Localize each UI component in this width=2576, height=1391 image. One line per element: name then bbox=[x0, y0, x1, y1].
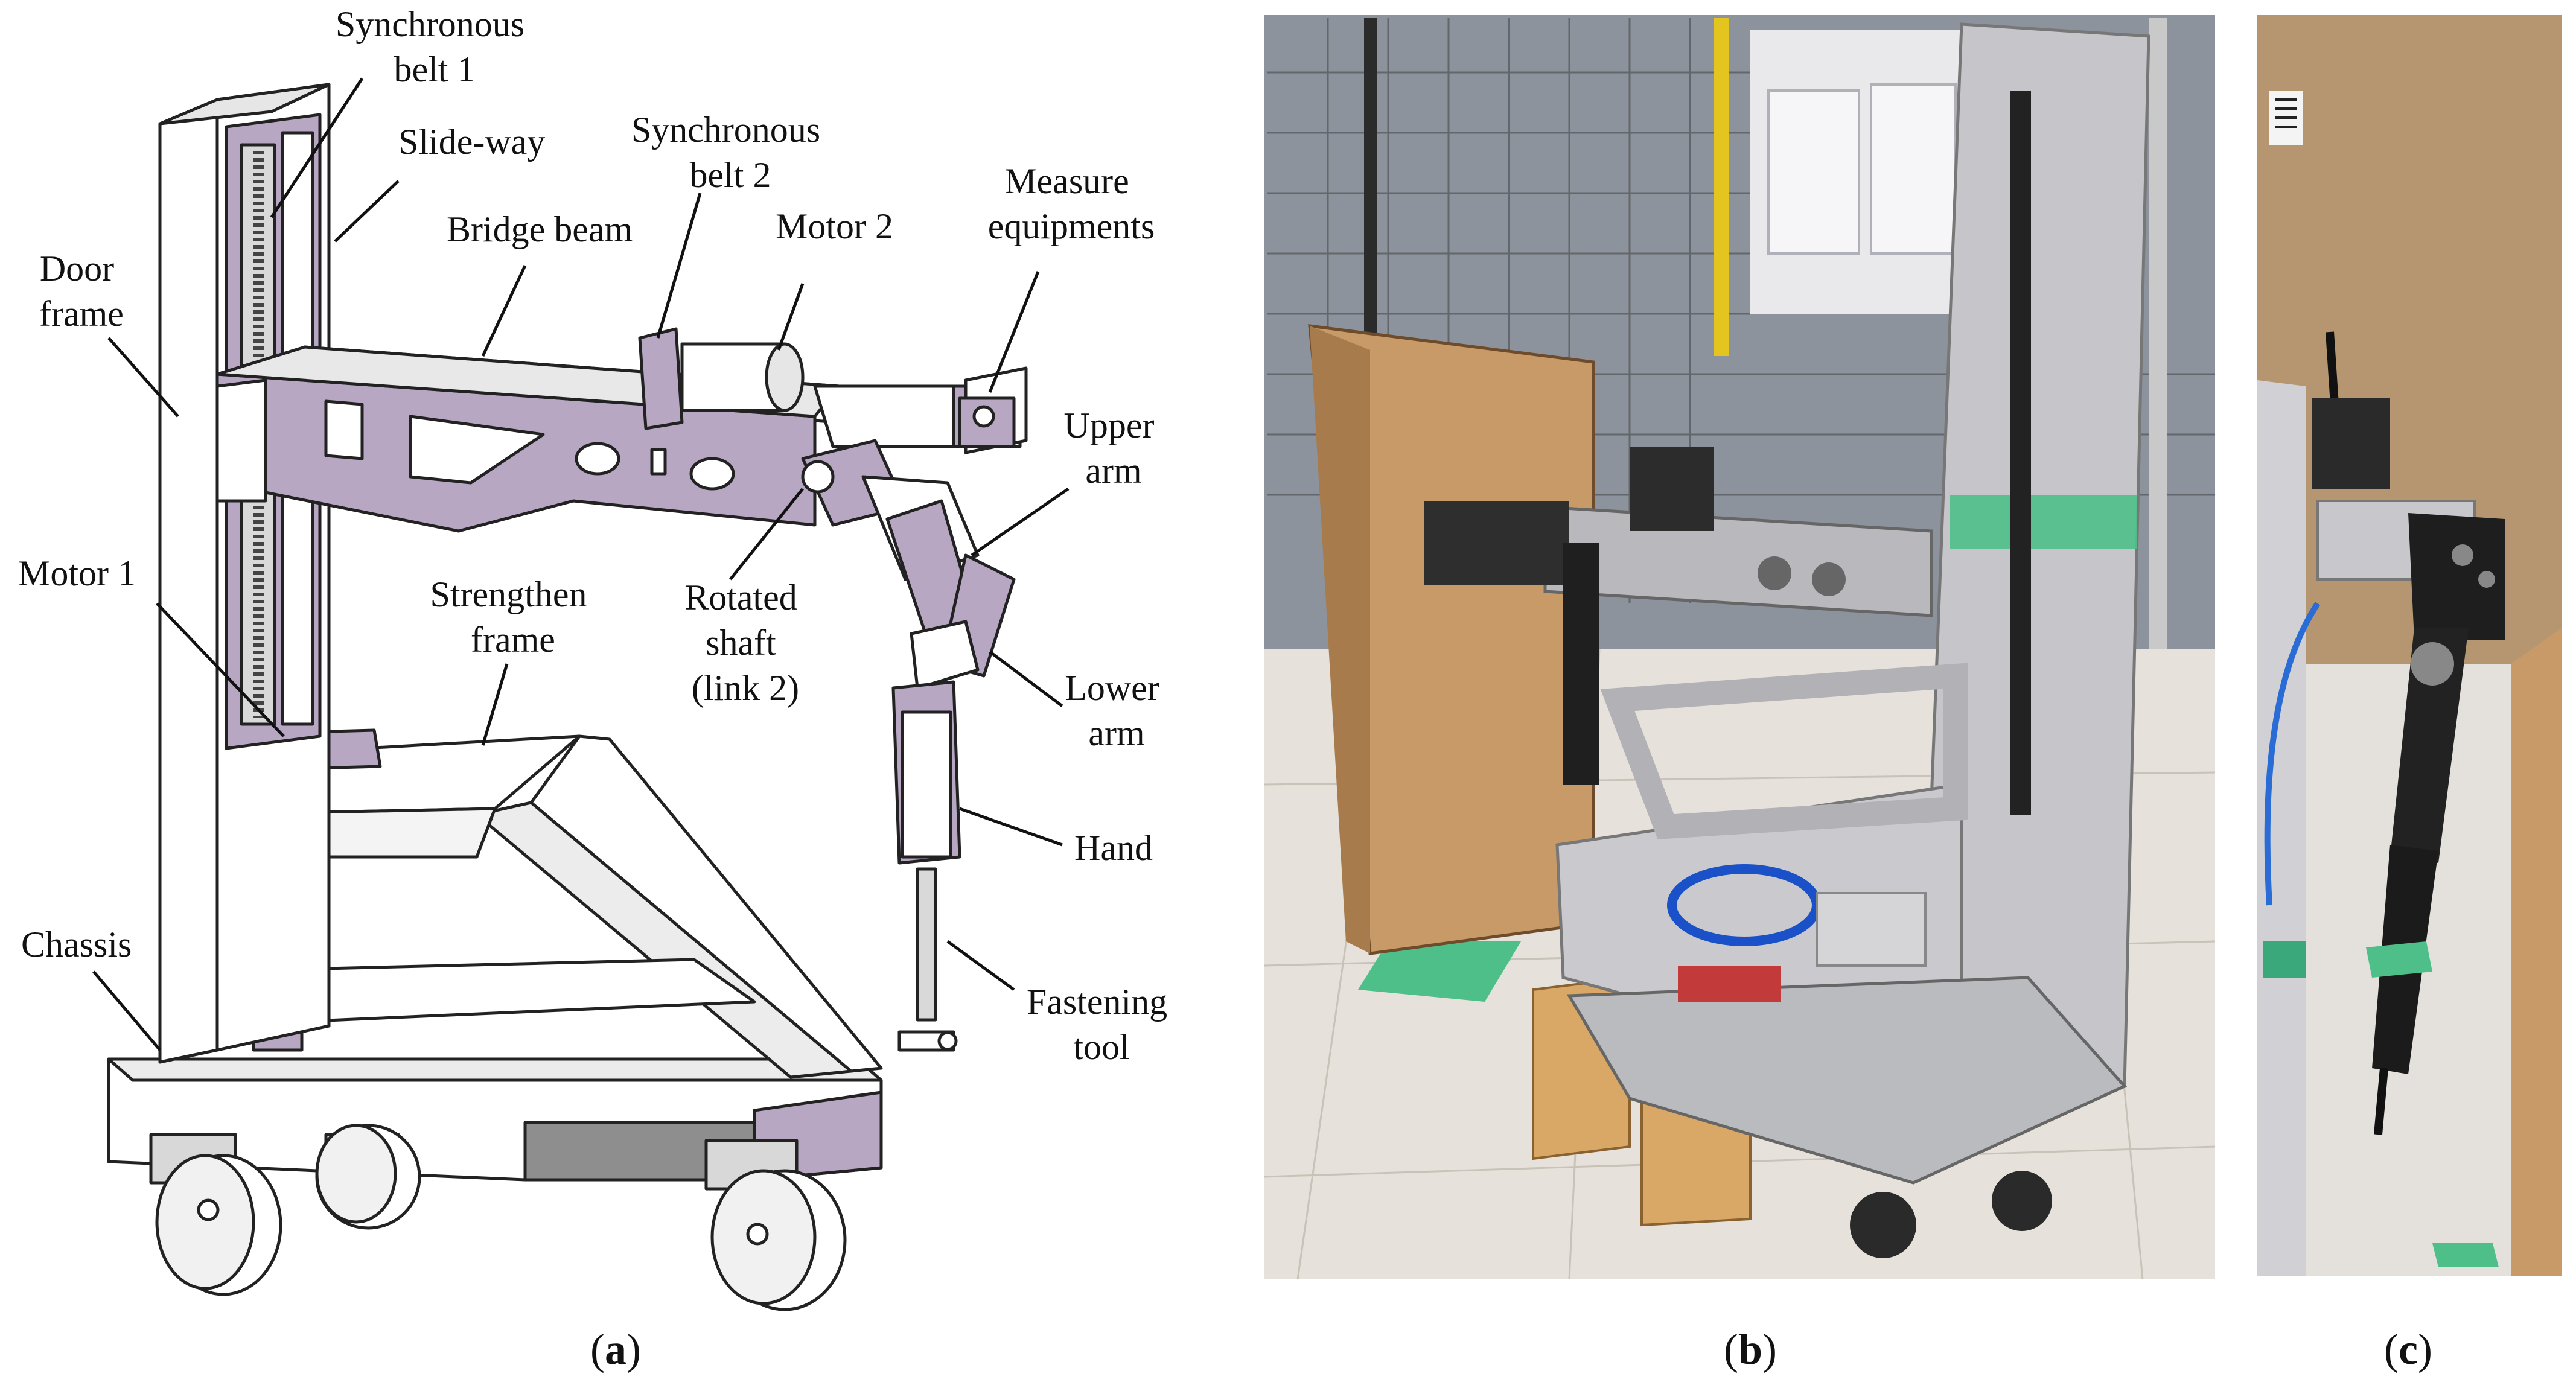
door-frame-drawing bbox=[158, 83, 331, 1064]
callout-labels: Synchronous belt 1 Slide-way Synchronous… bbox=[18, 4, 1176, 1067]
caption-a: (a) bbox=[590, 1325, 641, 1373]
label-fastening-tool: Fastening tool bbox=[1027, 982, 1176, 1067]
arm-drawing bbox=[801, 439, 1016, 1052]
label-lower-arm: Lower arm bbox=[1065, 668, 1168, 753]
panel-c-photo bbox=[2257, 15, 2562, 1276]
label-slide-way: Slide-way bbox=[398, 122, 545, 162]
caption-c: (c) bbox=[2384, 1325, 2432, 1373]
label-rotated-shaft: Rotated shaft (link 2) bbox=[684, 578, 806, 708]
chassis-drawing bbox=[107, 1057, 883, 1311]
caption-b: (b) bbox=[1724, 1325, 1777, 1373]
label-chassis: Chassis bbox=[21, 925, 132, 964]
panel-captions: (a) (b) (c) bbox=[590, 1325, 2432, 1373]
measure-equipments-drawing bbox=[958, 366, 1028, 454]
label-synchronous-belt-1: Synchronous belt 1 bbox=[336, 4, 534, 89]
panel-b-photo bbox=[1264, 15, 2216, 1280]
label-hand: Hand bbox=[1074, 828, 1153, 868]
label-motor-2: Motor 2 bbox=[776, 206, 893, 246]
label-upper-arm: Upper arm bbox=[1064, 406, 1164, 491]
label-motor-1: Motor 1 bbox=[18, 553, 136, 593]
panel-a-drawing: Synchronous belt 1 Slide-way Synchronous… bbox=[18, 4, 1176, 1311]
leader-lines bbox=[92, 77, 1070, 1051]
label-synchronous-belt-2: Synchronous belt 2 bbox=[631, 110, 829, 195]
label-measure-equipments: Measure equipments bbox=[988, 161, 1155, 246]
label-strengthen-frame: Strengthen frame bbox=[430, 575, 596, 660]
label-door-frame: Door frame bbox=[39, 249, 124, 334]
label-bridge-beam: Bridge beam bbox=[447, 209, 633, 249]
